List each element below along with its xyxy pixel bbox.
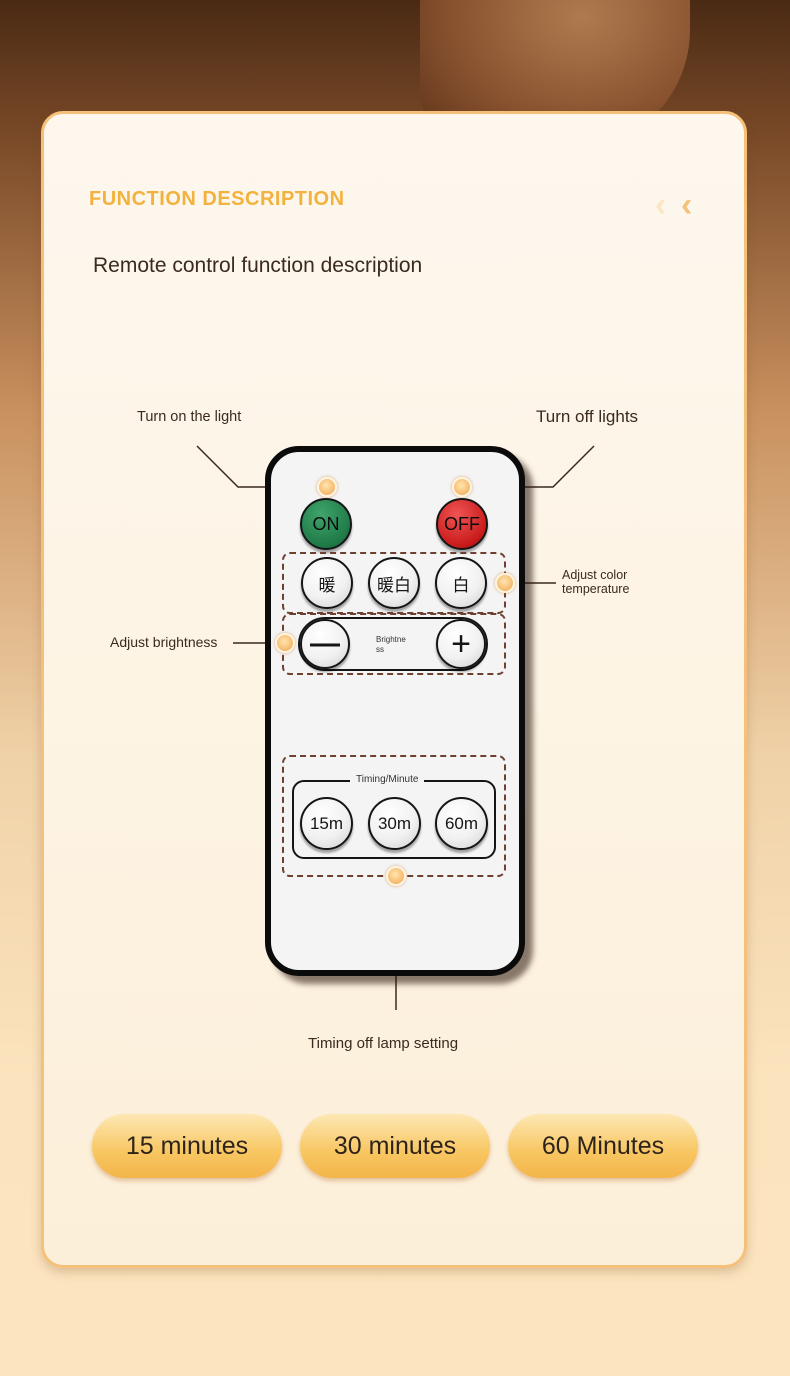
callout-timing: Timing off lamp setting xyxy=(308,1035,459,1052)
warm-white-button[interactable]: 暖白 xyxy=(368,557,420,609)
marker-dot-brightness xyxy=(275,633,295,653)
callout-color-temperature: Adjust color temperature xyxy=(562,568,630,596)
marker-dot-color-temp xyxy=(495,573,515,593)
timer-60-button[interactable]: 60m xyxy=(435,797,488,850)
marker-dot-timing xyxy=(386,866,406,886)
brightness-minus-button[interactable]: — xyxy=(300,619,350,669)
timer-15-button[interactable]: 15m xyxy=(300,797,353,850)
warm-button[interactable]: 暖 xyxy=(301,557,353,609)
marker-dot-on xyxy=(317,477,337,497)
marker-dot-off xyxy=(452,477,472,497)
off-button[interactable]: OFF xyxy=(436,498,488,550)
timing-label: Timing/Minute xyxy=(350,774,425,785)
timer-30-button[interactable]: 30m xyxy=(368,797,421,850)
double-chevron-icon: ‹‹ xyxy=(655,186,693,224)
callout-brightness: Adjust brightness xyxy=(110,634,218,650)
duration-60-pill: 60 Minutes xyxy=(508,1114,698,1178)
white-button[interactable]: 白 xyxy=(435,557,487,609)
callout-turn-on: Turn on the light xyxy=(137,409,242,425)
brightness-label: Brightne ss xyxy=(376,635,406,654)
section-heading: FUNCTION DESCRIPTION xyxy=(89,188,345,210)
on-button[interactable]: ON xyxy=(300,498,352,550)
duration-15-pill: 15 minutes xyxy=(92,1114,282,1178)
duration-30-pill: 30 minutes xyxy=(300,1114,490,1178)
page-subtitle: Remote control function description xyxy=(93,254,423,277)
callout-turn-off: Turn off lights xyxy=(536,407,639,426)
brightness-plus-button[interactable]: + xyxy=(436,619,486,669)
